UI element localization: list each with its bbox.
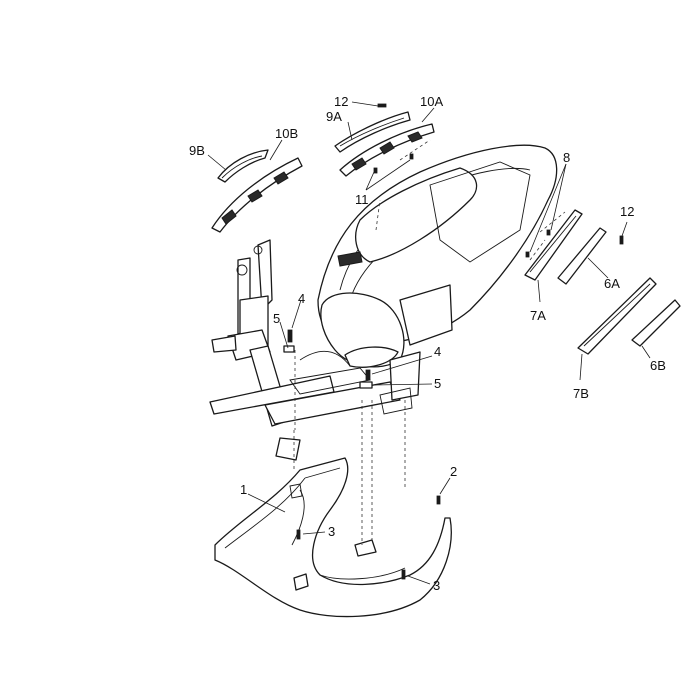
callout-7b: 7B	[573, 386, 589, 401]
trim-7a	[524, 209, 583, 281]
callout-3-left: 3	[328, 524, 335, 539]
callout-7a: 7A	[530, 308, 546, 323]
callout-2: 2	[450, 464, 457, 479]
scooter-body	[317, 144, 558, 415]
callout-5-upper: 5	[273, 311, 280, 326]
callout-1: 1	[240, 482, 247, 497]
callout-9a: 9A	[326, 109, 342, 124]
grille-10b	[211, 157, 303, 233]
callout-labels: 1 2 3 3 4 4 5 5 6A 6B 7A 7B 8 9A 9B 10A …	[189, 94, 666, 593]
callout-10a: 10A	[420, 94, 443, 109]
chassis-frame	[209, 239, 401, 461]
callout-4-upper: 4	[298, 291, 305, 306]
leader-lines	[207, 101, 651, 585]
callout-12-right: 12	[620, 204, 634, 219]
trim-6b	[631, 299, 681, 347]
fasteners	[283, 103, 624, 580]
floor-panel	[214, 457, 452, 618]
callout-12-top: 12	[334, 94, 348, 109]
callout-11: 11	[355, 192, 369, 207]
callout-8: 8	[563, 150, 570, 165]
grille-9a	[334, 111, 411, 153]
trim-6a	[557, 227, 607, 285]
trim-7b	[577, 277, 657, 355]
grille-9b	[217, 149, 269, 183]
callout-5-lower: 5	[434, 376, 441, 391]
callout-6b: 6B	[650, 358, 666, 373]
callout-10b: 10B	[275, 126, 298, 141]
callout-3-right: 3	[433, 578, 440, 593]
grille-10a	[339, 123, 435, 177]
assembly-lines	[293, 139, 566, 545]
callout-6a: 6A	[604, 276, 620, 291]
callout-9b: 9B	[189, 143, 205, 158]
callout-4-lower: 4	[434, 344, 441, 359]
